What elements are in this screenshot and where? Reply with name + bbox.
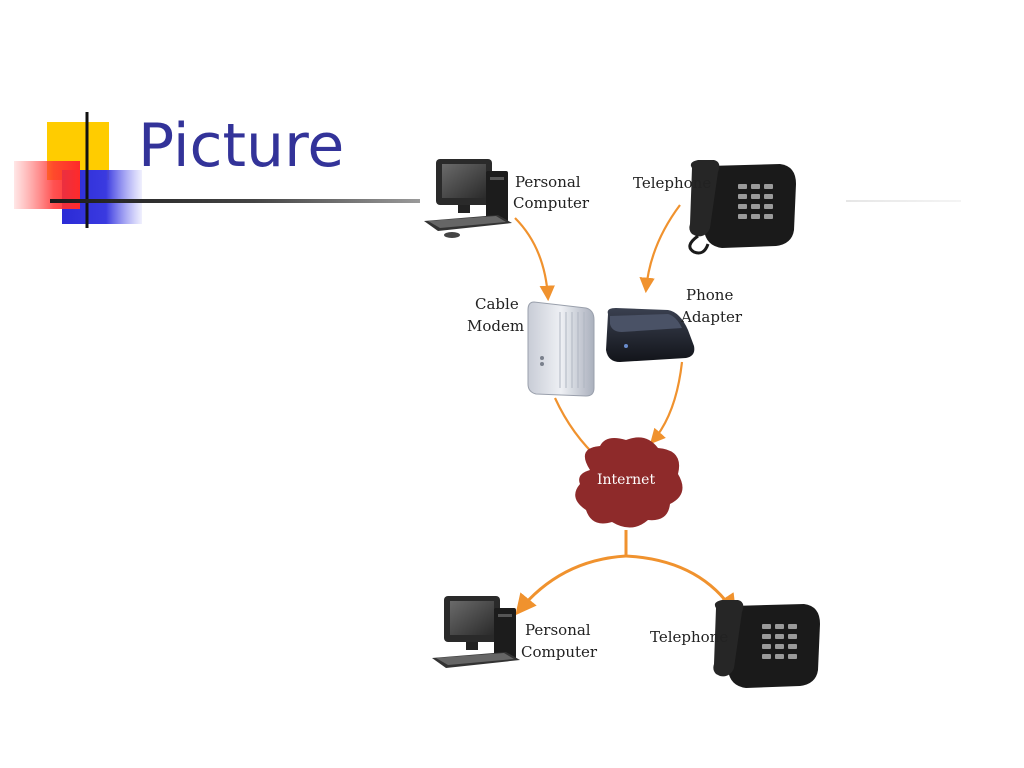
title-decoration <box>14 112 142 228</box>
label-adapter-2: Adapter <box>680 308 743 326</box>
telephone-icon <box>688 160 796 255</box>
title-underline-fade <box>846 200 961 202</box>
arrow-internet-to-pc <box>515 554 627 616</box>
label-phone-bottom: Telephone <box>650 628 728 646</box>
phone-adapter-icon <box>606 308 695 362</box>
computer-icon-bottom <box>432 596 520 668</box>
cable-modem-icon <box>527 301 595 397</box>
label-internet: Internet <box>597 472 655 488</box>
label-phone-top: Telephone <box>633 174 711 192</box>
label-modem-2: Modem <box>467 317 524 335</box>
telephone-icon-bottom <box>713 600 820 688</box>
label-pc-bottom-2: Computer <box>521 643 598 661</box>
label-pc-top-1: Personal <box>515 173 581 191</box>
title-underline <box>50 199 420 203</box>
computer-icon <box>424 159 512 238</box>
label-adapter-1: Phone <box>686 286 733 304</box>
arrow-adapter-to-internet <box>649 361 684 445</box>
label-pc-bottom-1: Personal <box>525 621 591 639</box>
label-modem-1: Cable <box>475 295 519 313</box>
output-arrows <box>515 530 737 616</box>
internet-cloud-icon <box>575 437 683 528</box>
slide-title: Picture <box>138 111 345 181</box>
arrow-phone-to-adapter <box>639 204 681 294</box>
label-pc-top-2: Computer <box>513 194 590 212</box>
arrow-pc-to-modem <box>514 217 555 302</box>
